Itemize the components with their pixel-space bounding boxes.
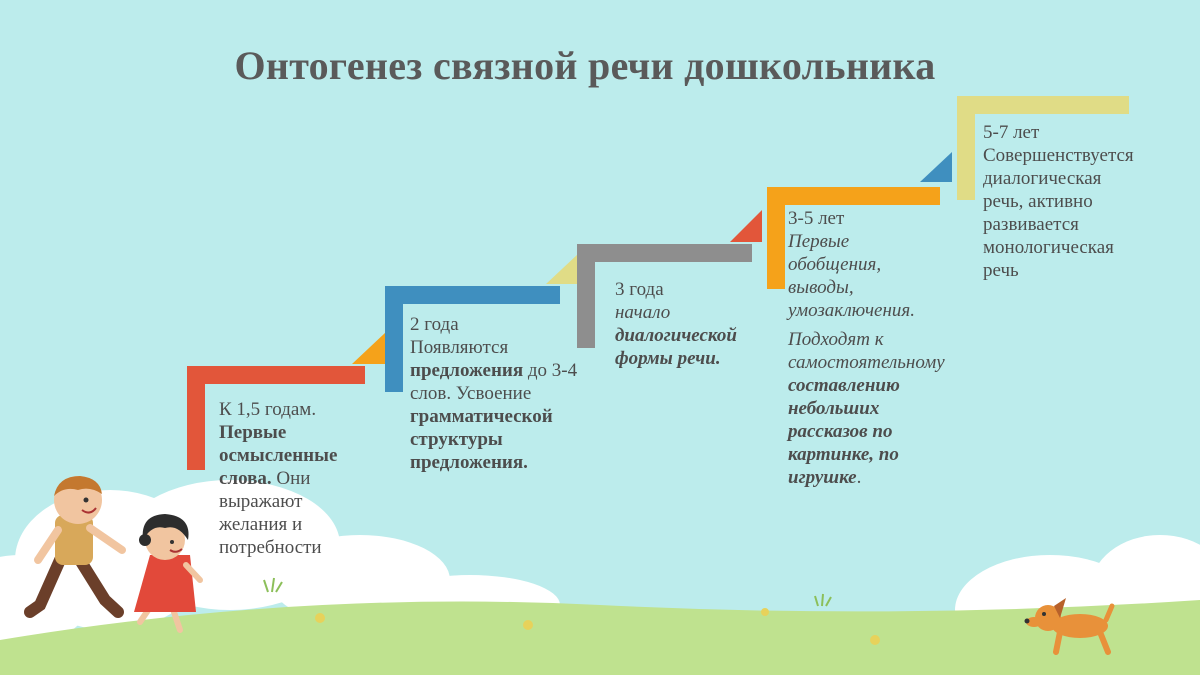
- step-4-bracket: [767, 187, 940, 289]
- step-2-bold1: предложения: [410, 360, 524, 381]
- step-3-bracket: [577, 244, 752, 348]
- step-2-line2: до 3-4 слов.: [410, 360, 578, 404]
- step-4-end: .: [856, 467, 862, 488]
- step-5-bracket: [957, 96, 1129, 200]
- step-4-connector: [920, 152, 952, 182]
- step-1-rest: Они выражают желания и потребности: [219, 468, 322, 558]
- step-1-connector: [352, 332, 386, 364]
- step-3-italic: начало: [615, 302, 671, 323]
- flowers: [315, 608, 880, 645]
- step-2-line3: Усвоение: [455, 383, 532, 404]
- girl-figure: [134, 514, 203, 633]
- grass-tufts: [263, 577, 832, 607]
- step-2-connector: [546, 254, 578, 284]
- step-4-age: 3-5 лет: [788, 208, 845, 229]
- grass-ground: [0, 600, 1200, 675]
- step-1-bold: Первые осмысленные слова.: [219, 422, 338, 489]
- boy-figure: [24, 476, 126, 618]
- dog-figure: [1024, 598, 1115, 655]
- step-2-line1: Появляются: [410, 337, 509, 358]
- step-4-bold-italic: составлению небольших рассказов по карти…: [788, 375, 900, 488]
- step-4-italic2: Подходят к самостоятельному: [788, 329, 945, 373]
- step-1-text: К 1,5 годам. Первые осмысленные слова. О…: [219, 398, 374, 559]
- step-5-desc: Совершенствуется диалогическая речь, акт…: [983, 145, 1134, 281]
- step-3-age: 3 года: [615, 279, 664, 300]
- step-5-text: 5-7 лет Совершенствуется диалогическая р…: [983, 121, 1143, 282]
- step-4-text: 3-5 лет Первые обобщения, выводы, умозак…: [788, 207, 946, 489]
- step-1-age: К 1,5 годам.: [219, 399, 317, 420]
- step-1-bracket: [187, 366, 365, 470]
- step-3-bold-italic: диалогической формы речи.: [615, 325, 737, 369]
- page-title: Онтогенез связной речи дошкольника: [234, 43, 936, 88]
- step-2-age: 2 года: [410, 314, 459, 335]
- step-3-text: 3 года начало диалогической формы речи.: [615, 278, 770, 370]
- step-5-age: 5-7 лет: [983, 122, 1040, 143]
- step-2-text: 2 года Появляются предложения до 3-4 сло…: [410, 313, 578, 474]
- step-2-bracket: [385, 286, 560, 392]
- step-2-bold2: грамматической структуры предложения.: [410, 406, 553, 473]
- step-4-italic: Первые обобщения, выводы, умозаключения.: [788, 231, 915, 321]
- step-3-connector: [730, 210, 762, 242]
